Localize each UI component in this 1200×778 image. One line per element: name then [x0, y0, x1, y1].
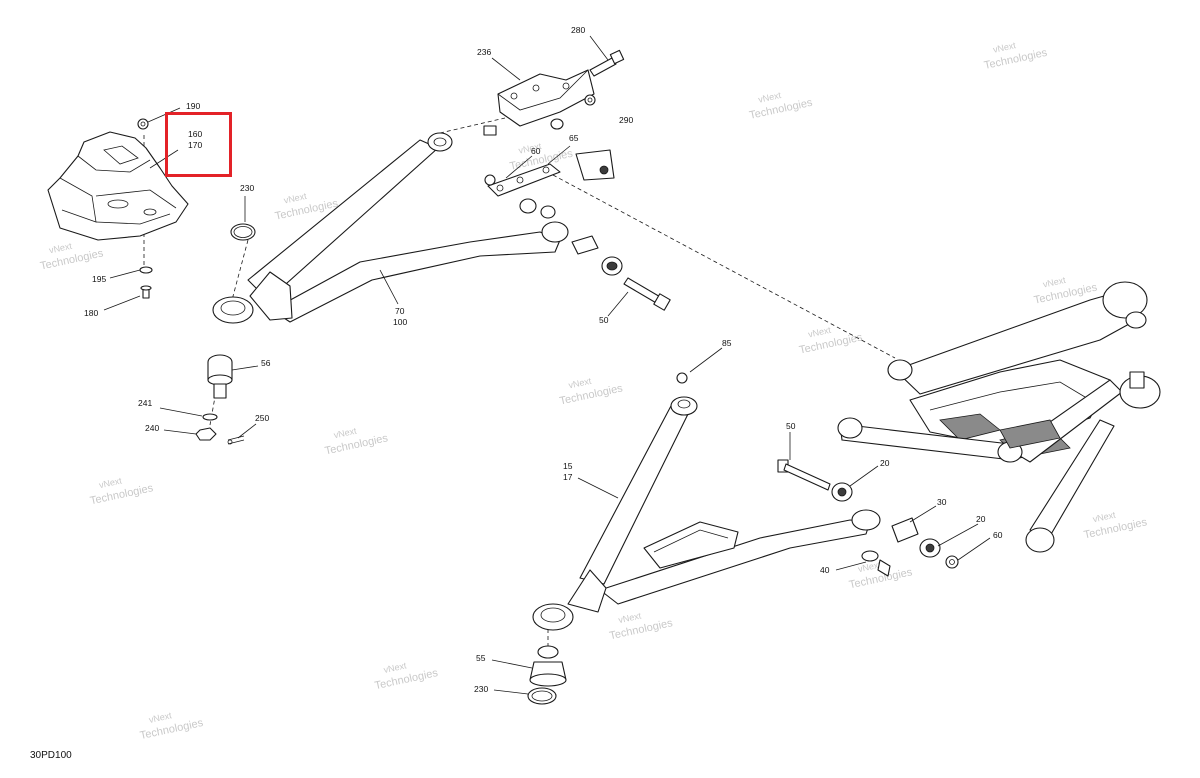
watermark: vNext Technologies [374, 660, 440, 692]
svg-text:vNext: vNext [807, 325, 832, 340]
leader-lines [103, 35, 991, 695]
callout-100: 100 [393, 317, 407, 327]
retaining-ring-230-top [230, 223, 256, 241]
svg-text:vNext: vNext [383, 660, 408, 675]
highlight-box [165, 112, 232, 177]
cotter-pin-250 [227, 435, 245, 445]
svg-text:vNext: vNext [283, 191, 308, 206]
pivot-sleeve-upper [571, 235, 623, 276]
bushing-20-b [919, 538, 941, 558]
skid-nut-190 [137, 118, 149, 130]
watermark: vNext Technologies [748, 90, 814, 122]
watermark: vNext Technologies [559, 376, 625, 408]
svg-text:vNext: vNext [48, 241, 73, 256]
callout-240: 240 [145, 423, 159, 433]
callout-15: 15 [563, 461, 573, 471]
svg-text:vNext: vNext [518, 141, 543, 156]
callout-56: 56 [261, 358, 271, 368]
bolt-upper-left [483, 125, 497, 136]
watermark: vNext Technologies [848, 559, 914, 591]
callout-280: 280 [571, 25, 585, 35]
callout-30: 30 [937, 497, 947, 507]
pivot-bolt-50-upper [623, 277, 671, 311]
callout-70: 70 [395, 306, 405, 316]
callout-55: 55 [476, 653, 486, 663]
washer-241 [202, 413, 218, 421]
svg-text:vNext: vNext [617, 610, 642, 625]
callout-195: 195 [92, 274, 106, 284]
lower-a-arm [532, 396, 881, 631]
pivot-bolt-50-lower [777, 459, 831, 491]
svg-text:vNext: vNext [1042, 275, 1067, 290]
svg-text:vNext: vNext [757, 90, 782, 105]
callout-60-upper: 60 [531, 146, 541, 156]
callout-236: 236 [477, 47, 491, 57]
callout-17: 17 [563, 472, 573, 482]
nut-290 [584, 94, 596, 106]
diagram-reference-code: 30PD100 [30, 750, 72, 761]
sleeve-30 [891, 517, 919, 543]
watermark: vNext Technologies [139, 710, 205, 742]
svg-text:vNext: vNext [857, 559, 882, 574]
callout-40: 40 [820, 565, 830, 575]
callout-160: 160 [188, 129, 202, 139]
upper-a-arm [212, 132, 569, 324]
plate-60 [487, 163, 561, 197]
skid-plate [47, 131, 189, 241]
callout-250: 250 [255, 413, 269, 423]
watermark: vNext Technologies [1083, 510, 1149, 542]
ball-joint-55 [529, 645, 567, 687]
upper-bracket [497, 69, 595, 127]
watermark: vNext Technologies [798, 325, 864, 357]
callout-230-top: 230 [240, 183, 254, 193]
callout-230-bottom: 230 [474, 684, 488, 694]
callout-241: 241 [138, 398, 152, 408]
washer-195 [139, 266, 153, 274]
watermark: vNext Technologies [608, 610, 674, 642]
callout-50-upper: 50 [599, 315, 609, 325]
washer-40 [861, 550, 891, 577]
callout-170: 170 [188, 140, 202, 150]
nut-plate-left [484, 174, 496, 186]
bushing-upper [550, 118, 564, 130]
watermark: vNext Technologies [89, 475, 155, 507]
ball-joint-56 [207, 354, 233, 399]
callout-20-b: 20 [976, 514, 986, 524]
svg-text:vNext: vNext [333, 426, 358, 441]
callout-labels: 190 160 170 230 195 180 56 241 240 250 2… [84, 25, 1003, 694]
retaining-ring-230-bottom [527, 687, 557, 705]
assembled-suspension [837, 281, 1161, 553]
callout-190: 190 [186, 101, 200, 111]
bolt-180 [140, 285, 152, 299]
svg-text:vNext: vNext [98, 475, 123, 490]
callout-290: 290 [619, 115, 633, 125]
callout-65: 65 [569, 133, 579, 143]
shim-65 [575, 149, 615, 181]
nut-240 [195, 427, 217, 441]
watermark: vNext Technologies [324, 426, 390, 458]
svg-text:vNext: vNext [568, 376, 593, 391]
bushing-20-a [831, 482, 853, 502]
svg-text:vNext: vNext [1092, 510, 1117, 525]
watermark: vNext Technologies [983, 40, 1049, 72]
callout-85: 85 [722, 338, 732, 348]
watermark: vNext Technologies [39, 241, 105, 273]
callout-50-lower: 50 [786, 421, 796, 431]
assembly-lines [143, 117, 896, 650]
svg-text:vNext: vNext [992, 40, 1017, 55]
bolt-280 [589, 49, 625, 77]
svg-text:vNext: vNext [148, 710, 173, 725]
callout-20-a: 20 [880, 458, 890, 468]
callout-180: 180 [84, 308, 98, 318]
callout-60-lower: 60 [993, 530, 1003, 540]
bushing-upper-arm [519, 198, 556, 219]
nut-60 [945, 555, 959, 569]
nut-85 [676, 372, 688, 384]
